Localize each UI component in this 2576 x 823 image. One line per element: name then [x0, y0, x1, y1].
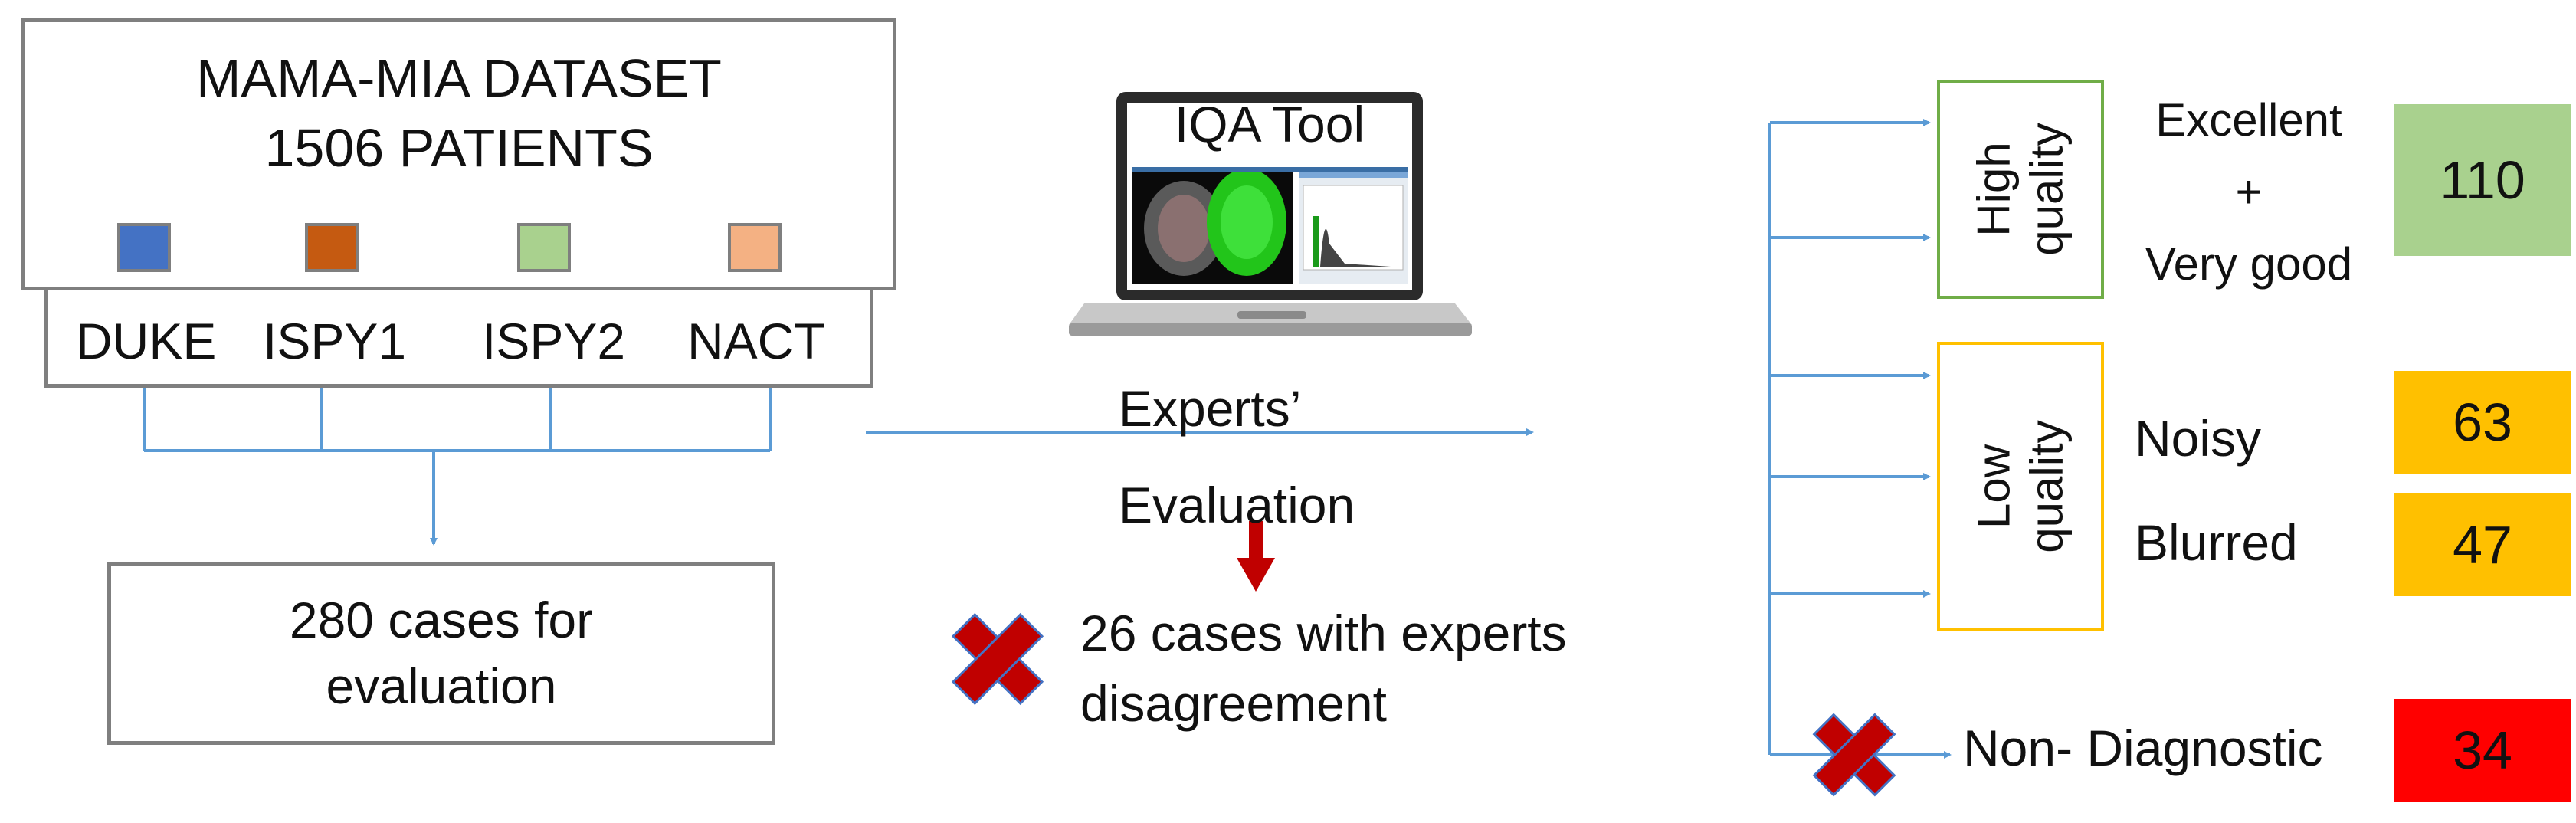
duke-color-swatch — [117, 223, 171, 272]
plus-label: + — [2235, 166, 2263, 218]
low-quality-box: Low quality — [1937, 342, 2104, 631]
low-quality-line1: Low — [1968, 444, 2020, 530]
disagreement-line2: disagreement — [1080, 675, 1387, 733]
high-quality-label: High quality — [1968, 123, 2073, 255]
evaluation-label: Experts’ Evaluation — [1119, 360, 1355, 553]
evaluation-line1: Experts’ — [1119, 380, 1302, 437]
high-quality-line2: quality — [2021, 123, 2073, 256]
low-quality-line2: quality — [2021, 420, 2073, 553]
very-good-label: Very good — [2145, 238, 2353, 290]
disagreement-line1: 26 cases with experts — [1080, 605, 1567, 661]
selection-line1: 280 cases for — [289, 592, 594, 649]
low-quality-label: Low quality — [1968, 420, 2073, 552]
evaluation-line2: Evaluation — [1119, 477, 1355, 533]
tool-label: IQA Tool — [1174, 96, 1365, 152]
source-duke: DUKE — [76, 313, 217, 369]
dataset-title-line1: MAMA-MIA DATASET — [196, 48, 722, 108]
non-diagnostic-label: Non- Diagnostic — [1963, 720, 2323, 776]
source-ispy2: ISPY2 — [482, 313, 626, 369]
excellent-label: Excellent — [2155, 94, 2342, 146]
dataset-title-line2: 1506 PATIENTS — [264, 118, 654, 178]
non-diagnostic-count: 34 — [2394, 699, 2571, 802]
source-nact: NACT — [687, 313, 825, 369]
cross-icon — [1812, 713, 1896, 797]
selection-line2: evaluation — [326, 657, 557, 714]
disagreement-label: 26 cases with experts disagreement — [1080, 598, 1567, 739]
source-ispy1: ISPY1 — [263, 313, 407, 369]
dataset-box: MAMA-MIA DATASET 1506 PATIENTS — [21, 18, 896, 290]
ispy2-color-swatch — [517, 223, 571, 272]
nact-color-swatch — [728, 223, 782, 272]
high-quality-count: 110 — [2394, 104, 2571, 256]
dataset-title: MAMA-MIA DATASET 1506 PATIENTS — [25, 44, 893, 183]
high-quality-sublabel: Excellent + Very good — [2122, 84, 2375, 300]
ispy1-color-swatch — [305, 223, 359, 272]
noisy-count: 63 — [2394, 371, 2571, 474]
noisy-label: Noisy — [2135, 410, 2262, 467]
cross-icon — [951, 612, 1044, 706]
high-quality-line1: High — [1968, 142, 2020, 237]
selection-box: 280 cases for evaluation — [107, 562, 775, 745]
laptop-icon — [1069, 92, 1472, 336]
blurred-count: 47 — [2394, 493, 2571, 596]
sources-box: DUKE ISPY1 ISPY2 NACT — [44, 287, 873, 388]
laptop-illustration: IQA Tool — [1069, 90, 1475, 343]
down-arrow-icon — [1237, 521, 1275, 592]
high-quality-box: High quality — [1937, 80, 2104, 299]
blurred-label: Blurred — [2135, 514, 2298, 571]
